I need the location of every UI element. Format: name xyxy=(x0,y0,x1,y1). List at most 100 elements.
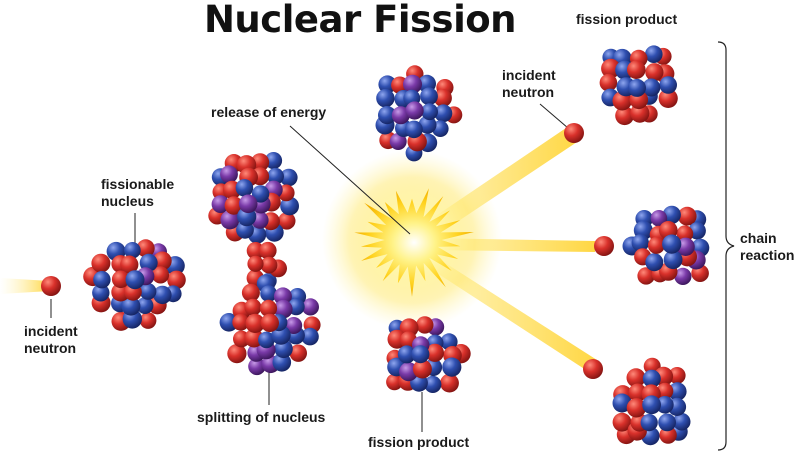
nucleon xyxy=(397,345,416,364)
nucleon xyxy=(627,60,646,79)
nucleon xyxy=(626,398,647,418)
nucleon xyxy=(425,343,444,362)
nucleon xyxy=(289,344,307,362)
nucleon xyxy=(267,167,284,185)
nucleon xyxy=(278,212,296,230)
nucleon xyxy=(386,373,403,391)
nucleon xyxy=(120,255,139,274)
nucleon xyxy=(285,317,303,334)
chain-product-middle-right xyxy=(622,205,710,285)
nucleon xyxy=(248,357,266,376)
nucleon xyxy=(628,78,646,97)
nucleon xyxy=(220,165,238,184)
nucleon xyxy=(93,271,111,289)
nucleon xyxy=(152,251,172,271)
nucleon xyxy=(637,267,655,285)
diagram-title: Nuclear Fission xyxy=(203,0,517,41)
nucleon xyxy=(274,299,293,319)
incident-neutron-trail xyxy=(0,278,50,294)
nucleon xyxy=(631,234,649,252)
nucleon xyxy=(258,331,275,349)
nucleon xyxy=(672,412,691,431)
nucleon xyxy=(245,313,265,333)
nucleon xyxy=(645,253,664,272)
nucleon xyxy=(264,152,283,170)
nucleon xyxy=(125,270,145,290)
chain-product-bottom-right xyxy=(612,357,691,446)
nucleon xyxy=(378,106,397,125)
nucleon xyxy=(658,413,676,432)
nucleon xyxy=(599,73,618,92)
nucleon xyxy=(260,313,279,333)
nucleon xyxy=(656,382,674,400)
nucleon xyxy=(235,179,254,197)
nucleon xyxy=(301,298,319,316)
label-incident-neutron-left: incident neutron xyxy=(24,323,78,356)
nucleon xyxy=(227,344,247,364)
nucleon xyxy=(647,236,665,254)
nucleon xyxy=(238,194,258,214)
chain-product-top-right xyxy=(599,45,678,126)
nucleon xyxy=(378,75,397,94)
nucleon xyxy=(376,89,395,108)
label-splitting-of-nucleus: splitting of nucleus xyxy=(197,409,326,425)
label-fission-product-bottom: fission product xyxy=(368,434,470,450)
nucleon xyxy=(124,242,141,259)
nucleon xyxy=(139,312,157,329)
nucleon xyxy=(136,297,154,314)
nucleon xyxy=(658,88,678,108)
nucleon xyxy=(416,316,434,334)
splitting-nucleus-upper-lobe xyxy=(208,152,299,244)
nucleon xyxy=(280,196,299,216)
nucleon xyxy=(412,359,432,379)
nucleon xyxy=(677,206,697,226)
fissionable-nucleus xyxy=(83,239,186,331)
nucleon xyxy=(433,89,452,107)
nucleon xyxy=(272,353,292,372)
nucleon xyxy=(220,210,240,230)
nucleon xyxy=(219,313,239,332)
nucleon xyxy=(280,168,298,187)
label-incident-neutron-right: incident neutron xyxy=(502,67,556,100)
nucleon xyxy=(260,256,278,274)
nucleon xyxy=(92,284,110,302)
nucleon xyxy=(645,45,663,63)
nucleon xyxy=(391,106,410,125)
nucleon xyxy=(642,395,661,415)
nucleon xyxy=(642,369,661,388)
nucleon xyxy=(630,103,650,123)
label-release-of-energy: release of energy xyxy=(211,104,327,120)
label-fission-product-top: fission product xyxy=(576,11,678,27)
nucleon xyxy=(424,375,442,393)
splitting-nucleus-neck xyxy=(246,241,287,289)
nucleon xyxy=(662,234,682,254)
nucleon xyxy=(615,106,634,126)
nucleon xyxy=(434,104,453,123)
nucleon xyxy=(259,299,278,317)
nucleon xyxy=(139,253,158,272)
nucleon xyxy=(642,78,661,97)
nucleon xyxy=(251,185,270,203)
nucleon xyxy=(224,196,243,215)
nucleon xyxy=(676,225,694,242)
nucleon xyxy=(420,87,438,106)
nucleon xyxy=(111,270,130,289)
nucleon xyxy=(640,414,658,432)
label-fissionable-nucleus: fissionable nucleus xyxy=(101,176,175,209)
nucleon xyxy=(674,267,692,285)
nucleon xyxy=(411,345,430,364)
nucleon xyxy=(244,298,262,316)
nucleon xyxy=(111,282,131,302)
splitting-nucleus-lower-lobe xyxy=(219,274,321,376)
nucleon xyxy=(659,76,677,94)
nucleon xyxy=(247,255,264,272)
nucleon xyxy=(440,373,459,393)
nucleon xyxy=(389,133,407,150)
nucleon xyxy=(668,367,686,384)
fission-product-bottom-center xyxy=(386,316,471,393)
nucleon xyxy=(418,115,437,134)
nucleon xyxy=(663,250,683,270)
nucleon xyxy=(601,58,621,79)
